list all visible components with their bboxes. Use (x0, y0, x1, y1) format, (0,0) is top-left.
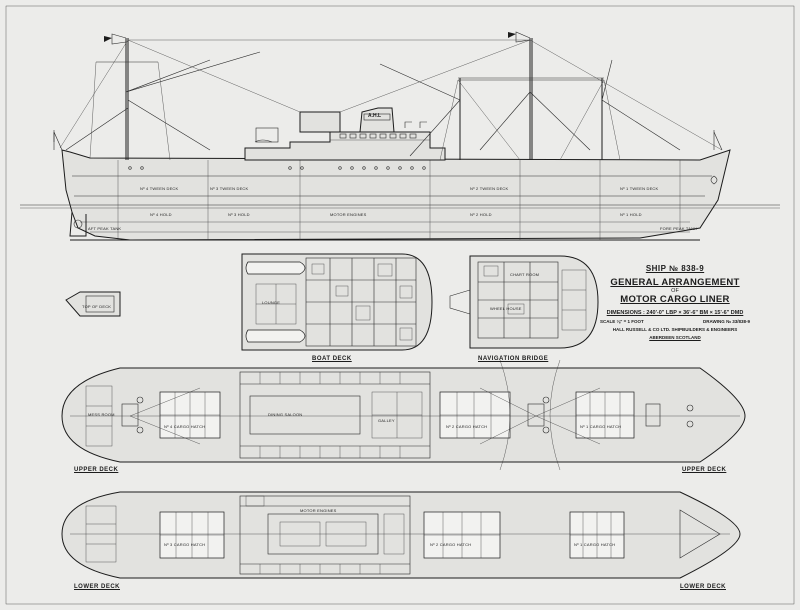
boat-deck-label: BOAT DECK (312, 356, 352, 362)
drawing-number: DRAWING № 33/838-9 (702, 319, 750, 324)
upper-dining-label: DINING SALOON (268, 412, 303, 417)
profile-label-hold-3: Nº 3 HOLD (228, 212, 250, 217)
ship-number: SHIP № 838-9 (645, 264, 705, 273)
profile-label-tween-4: Nº 4 TWEEN DECK (140, 186, 179, 191)
upper-deck-plan (61, 359, 746, 471)
title-line-1: GENERAL ARRANGEMENT (610, 277, 740, 288)
dimensions: DIMENSIONS : 240'-0" LBP × 36'-6" BM × 1… (606, 310, 744, 316)
title-line-2: OF (671, 288, 679, 294)
scale: SCALE ⅛" = 1 FOOT (600, 319, 644, 324)
navigation-bridge-plan (449, 255, 599, 349)
builder: HALL RUSSELL & CO LTD. SHIPBUILDERS & EN… (612, 327, 738, 332)
profile-label-hold-4: Nº 4 HOLD (150, 212, 172, 217)
lower-motor-engines-label: MOTOR ENGINES (300, 508, 337, 513)
upper-deck-label-right: UPPER DECK (682, 467, 727, 473)
profile-label-fore-peak: FORE PEAK TANK (660, 226, 698, 231)
lower-deck-plan (61, 491, 741, 579)
boat-deck-lounge-label: LOUNGE (262, 300, 281, 305)
lower-hatch-2-label: Nº 2 CARGO HATCH (430, 542, 472, 547)
lower-hatch-3-label: Nº 3 CARGO HATCH (164, 542, 206, 547)
funnel-mark: A.H.L (368, 113, 382, 119)
lower-hatch-1-label: Nº 1 CARGO HATCH (574, 542, 616, 547)
upper-deck-label-left: UPPER DECK (74, 467, 119, 473)
profile-label-tween-3: Nº 3 TWEEN DECK (210, 186, 249, 191)
bridge-wheelhouse-label: WHEEL HOUSE (490, 306, 522, 311)
profile-label-hold-2: Nº 2 HOLD (470, 212, 492, 217)
upper-hatch-2-label: Nº 2 CARGO HATCH (446, 424, 488, 429)
sheet-border (5, 5, 795, 605)
title-line-3: MOTOR CARGO LINER (620, 294, 730, 305)
profile-label-tween-2: Nº 2 TWEEN DECK (470, 186, 509, 191)
location: ABERDEEN SCOTLAND (649, 335, 701, 340)
top-deck-label: TOP OF DECK (82, 304, 112, 309)
lower-deck-label-right: LOWER DECK (680, 584, 726, 590)
upper-mess-label: MESS ROOM (88, 412, 115, 417)
boat-deck-plan (241, 253, 433, 351)
scale-drawing-row: SCALE ⅛" = 1 FOOT DRAWING № 33/838-9 (600, 319, 750, 324)
bridge-chart-room-label: CHART ROOM (510, 272, 540, 277)
profile-label-engine-room: MOTOR ENGINES (330, 212, 367, 217)
upper-galley-label: GALLEY (378, 418, 395, 423)
navigation-bridge-label: NAVIGATION BRIDGE (478, 356, 549, 362)
profile-label-hold-1: Nº 1 HOLD (620, 212, 642, 217)
ship-profile (20, 31, 780, 241)
profile-label-tween-1: Nº 1 TWEEN DECK (620, 186, 659, 191)
upper-hatch-4-label: Nº 4 CARGO HATCH (164, 424, 206, 429)
upper-hatch-1-label: Nº 1 CARGO HATCH (580, 424, 622, 429)
lower-deck-label-left: LOWER DECK (74, 584, 120, 590)
profile-label-aft-peak: AFT PEAK TANK (88, 226, 122, 231)
title-block: SHIP № 838-9 GENERAL ARRANGEMENT OF MOTO… (600, 264, 750, 340)
top-of-wheelhouse-plan (65, 291, 121, 317)
